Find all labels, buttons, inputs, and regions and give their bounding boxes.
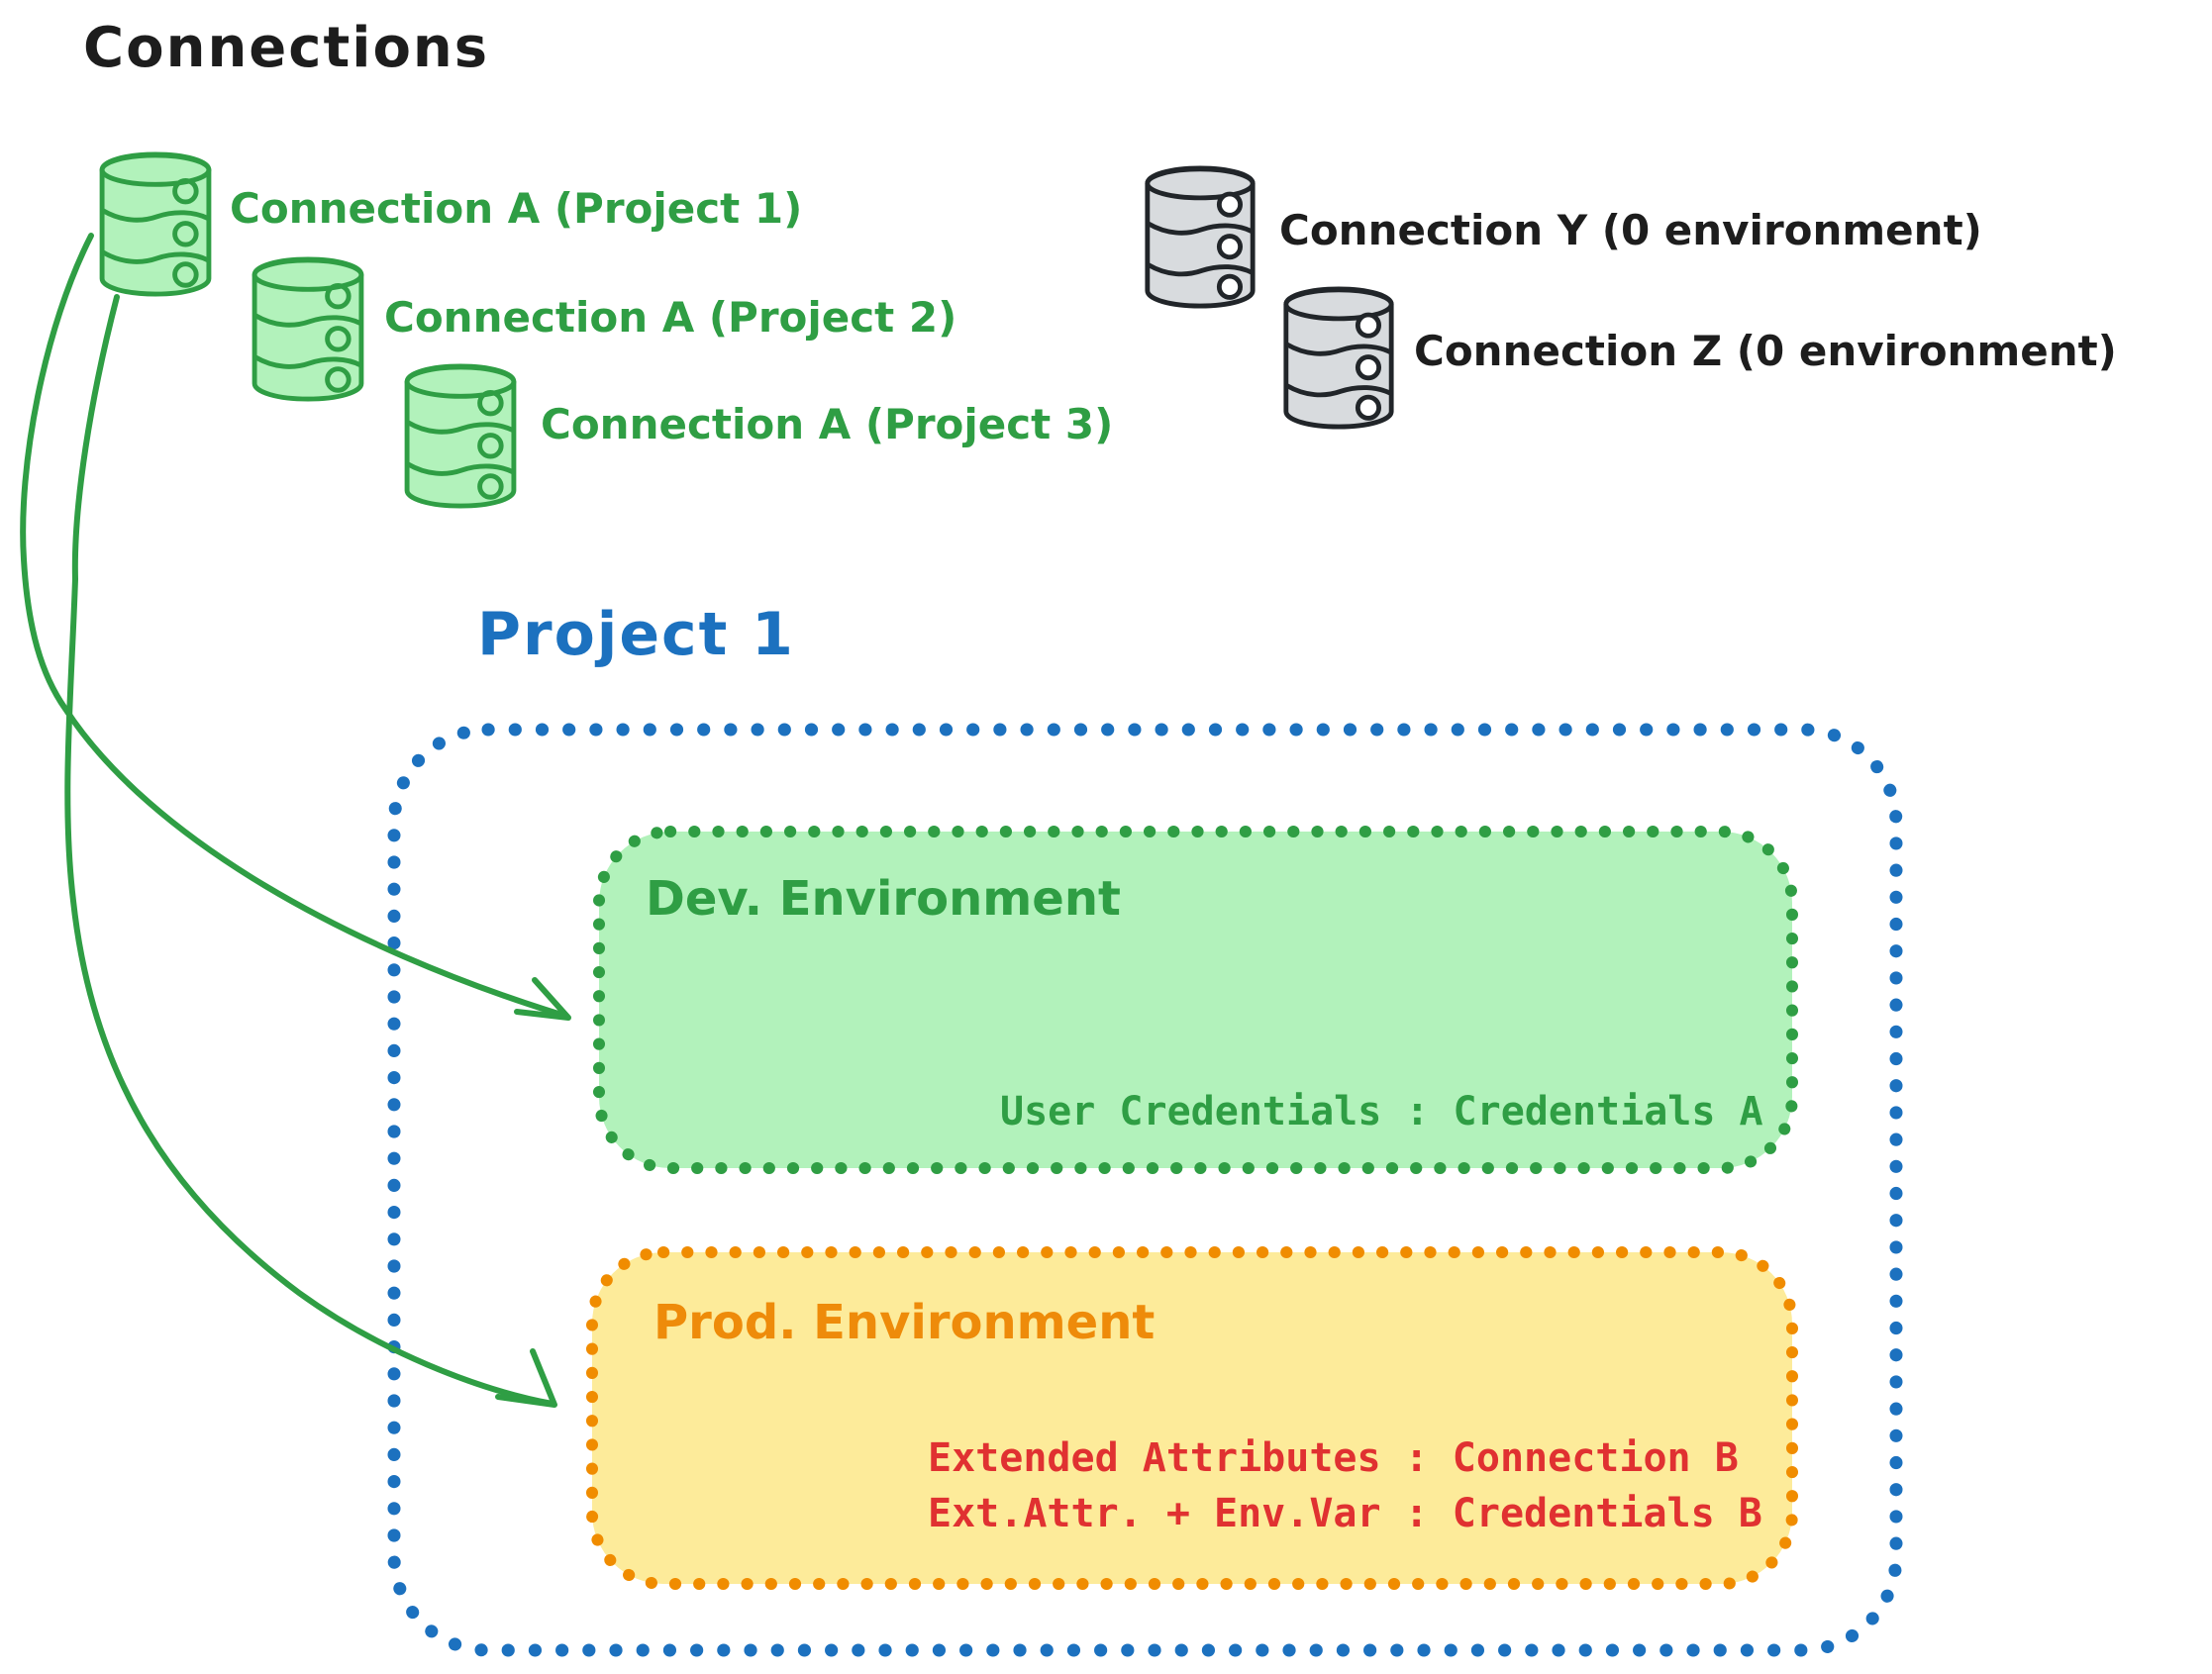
project-1-container-box	[387, 723, 1903, 1657]
database-icon-connection-z	[1286, 289, 1391, 427]
arrow-connection-a-to-prod-environment	[64, 294, 557, 1408]
dev-environment-title: Dev. Environment	[646, 871, 1121, 927]
arrowhead-icon	[514, 977, 571, 1021]
project-1-title: Project 1	[477, 600, 795, 669]
database-icon-connection-y	[1148, 168, 1253, 306]
prod-environment-title: Prod. Environment	[654, 1295, 1156, 1350]
prod-environment-box	[586, 1246, 1798, 1590]
database-icon-connection-a-project-3	[407, 366, 514, 506]
arrowhead-icon	[495, 1348, 557, 1408]
database-icon-connection-a-project-2	[254, 259, 361, 399]
prod-mapping-extended-attributes: Extended Attributes : Connection B	[928, 1435, 1739, 1481]
connection-a-project-1-label: Connection A (Project 1)	[230, 184, 803, 233]
connection-y-label: Connection Y (0 environment)	[1279, 206, 1982, 254]
diagram-title: Connections	[83, 16, 490, 80]
dev-credentials-mapping: User Credentials : Credentials A	[1000, 1089, 1763, 1134]
database-icon-connection-a-project-1	[102, 154, 209, 294]
arrow-connection-a-to-dev-environment	[20, 233, 571, 1021]
dev-environment-box	[593, 826, 1798, 1174]
connection-z-label: Connection Z (0 environment)	[1414, 327, 2117, 375]
prod-mapping-ext-attr-env-var: Ext.Attr. + Env.Var : Credentials B	[928, 1491, 1762, 1536]
connection-a-project-3-label: Connection A (Project 3)	[541, 400, 1114, 448]
connection-a-project-2-label: Connection A (Project 2)	[384, 293, 957, 342]
